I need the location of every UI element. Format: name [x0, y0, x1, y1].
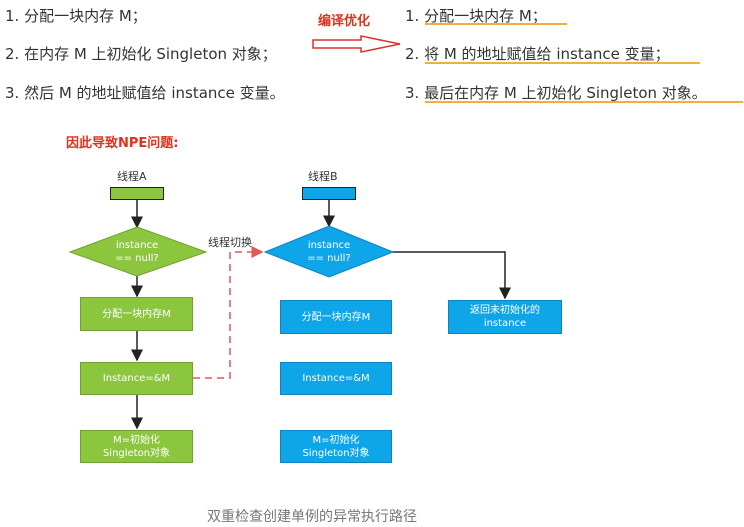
thread-b-assign-box: Instance=&M	[280, 362, 392, 395]
thread-a-assign-box: Instance=&M	[80, 362, 193, 395]
thread-b-init-line-1: M=初始化	[312, 434, 360, 446]
thread-a-init-line-2: Singleton对象	[102, 447, 171, 459]
optimized-step-2-underline	[425, 62, 700, 64]
thread-b-start-node	[302, 187, 356, 200]
thread-a-label: 线程A	[117, 170, 147, 183]
thread-b-decision-line-2: == null?	[307, 253, 351, 264]
optimized-step-2: 2. 将 M 的地址赋值给 instance 变量；	[405, 45, 670, 63]
optimized-step-3: 3. 最后在内存 M 上初始化 Singleton 对象。	[405, 84, 707, 102]
thread-switch-arrow	[193, 246, 264, 379]
thread-a-decision-diamond	[68, 226, 208, 277]
optimized-step-3-underline	[425, 101, 743, 103]
optimize-label: 编译优化	[318, 14, 371, 29]
original-step-2: 2. 在内存 M 上初始化 Singleton 对象；	[5, 45, 277, 63]
thread-a-decision-text: instance == null?	[90, 239, 184, 265]
thread-b-decision-text: instance == null?	[282, 239, 376, 265]
optimized-step-1-underline	[425, 23, 567, 25]
thread-b-decision-line-1: instance	[307, 240, 351, 251]
original-step-1: 1. 分配一块内存 M；	[5, 7, 147, 25]
thread-b-decision-diamond	[263, 225, 395, 278]
thread-switch-label: 线程切换	[208, 236, 252, 249]
return-uninitialized-box: 返回未初始化的 instance	[448, 300, 562, 334]
thread-a-decision-line-2: == null?	[115, 253, 159, 264]
thread-b-connector-return	[392, 251, 511, 300]
optimized-step-1: 1. 分配一块内存 M；	[405, 7, 547, 25]
thread-b-init-box: M=初始化 Singleton对象	[280, 430, 392, 463]
thread-a-decision-line-1: instance	[115, 240, 159, 251]
return-box-line-2: instance	[483, 318, 527, 329]
return-box-line-1: 返回未初始化的	[470, 305, 540, 316]
thread-b-init-line-2: Singleton对象	[302, 447, 370, 459]
thread-a-start-node	[110, 187, 164, 200]
optimize-arrow	[312, 35, 401, 53]
thread-b-alloc-box: 分配一块内存M	[280, 300, 392, 334]
thread-a-init-box: M=初始化 Singleton对象	[80, 430, 193, 463]
thread-b-label: 线程B	[308, 170, 338, 183]
thread-a-init-line-1: M=初始化	[112, 434, 160, 446]
original-step-3: 3. 然后 M 的地址赋值给 instance 变量。	[5, 84, 285, 102]
npe-title: 因此导致NPE问题:	[66, 136, 179, 151]
figure-caption: 双重检查创建单例的异常执行路径	[207, 509, 417, 525]
thread-a-alloc-box: 分配一块内存M	[80, 297, 193, 331]
